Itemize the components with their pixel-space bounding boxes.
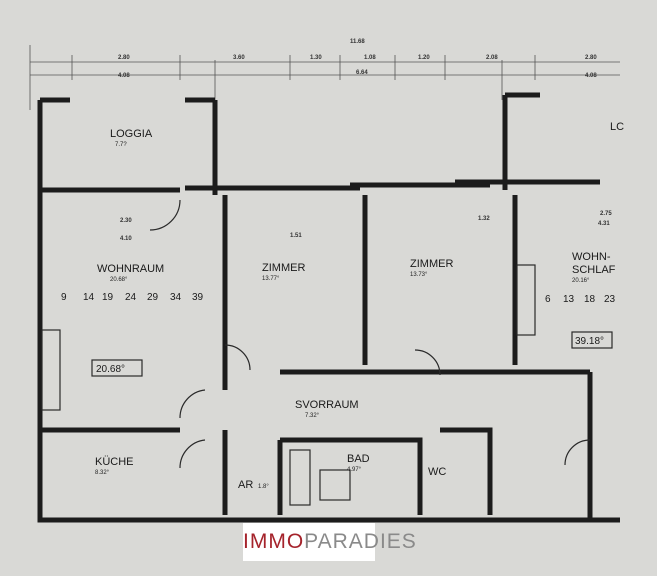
heater-number: 23 xyxy=(604,294,616,305)
room-area: 20.16° xyxy=(572,278,590,284)
dim-label: 1.32 xyxy=(478,216,490,222)
dim-label: 1.20 xyxy=(418,55,430,61)
door-arcs xyxy=(149,199,591,506)
room-wohn-schlaf: WOHN- xyxy=(572,251,611,263)
dim-label: 1.30 xyxy=(310,55,322,61)
heater-number: 6 xyxy=(545,294,551,305)
dim-label: 2.80 xyxy=(585,55,597,61)
heater-number: 9 xyxy=(61,292,67,303)
heater-number: 24 xyxy=(125,292,137,303)
room-area: 13.73° xyxy=(410,272,428,278)
heater-number: 29 xyxy=(147,292,159,303)
room-loggia-right: LC xyxy=(610,121,624,133)
dim-label: 4.08 xyxy=(585,73,597,79)
heater-number: 19 xyxy=(102,292,114,303)
room-area: 7.7? xyxy=(115,142,127,148)
dim-label: 4.08 xyxy=(118,73,130,79)
heater-number: 18 xyxy=(584,294,596,305)
dim-label: 1.08 xyxy=(364,55,376,61)
dim-label: 1.51 xyxy=(290,233,302,239)
room-zimmer-2: ZIMMER xyxy=(410,258,453,270)
heater-number: 14 xyxy=(83,292,95,303)
dim-total: 11.68 xyxy=(350,39,365,45)
dim-label: 3.60 xyxy=(233,55,245,61)
heater-numbers-right: 6 13 18 23 xyxy=(545,294,616,305)
room-bad: BAD xyxy=(347,453,370,465)
heater-numbers-left: 9 14 19 24 29 34 39 xyxy=(61,292,204,303)
radiator xyxy=(41,329,61,411)
dim-label: 2.80 xyxy=(118,55,130,61)
dim-label: 4.10 xyxy=(120,236,132,242)
dim-label: 2.08 xyxy=(486,55,498,61)
room-loggia: LOGGIA xyxy=(110,128,153,140)
value-box-left-text: 20.68° xyxy=(96,364,125,375)
room-wc: WC xyxy=(428,466,446,478)
room-area: 1.8° xyxy=(258,484,269,490)
room-name-line2: SCHLAF xyxy=(572,264,616,276)
room-ar: AR xyxy=(238,479,253,491)
dim-label: 4.31 xyxy=(598,221,610,227)
room-area: 4.97° xyxy=(347,467,362,473)
room-area: 13.77° xyxy=(262,276,280,282)
room-area: 8.32° xyxy=(95,470,110,476)
dim-label: 2.75 xyxy=(600,211,612,217)
value-box-right xyxy=(571,331,613,349)
radiator xyxy=(516,264,536,336)
room-area: 20.68° xyxy=(110,277,128,283)
room-area: 7.32° xyxy=(305,413,320,419)
logo-part1: IMMO xyxy=(243,530,305,553)
dimension-lines xyxy=(29,45,620,110)
room-kueche: KÜCHE xyxy=(95,456,134,468)
logo-part2: PARADIES xyxy=(304,530,417,553)
dim-label: 2.30 xyxy=(120,218,132,224)
dim-label: 6.64 xyxy=(356,70,368,76)
room-zimmer-1: ZIMMER xyxy=(262,262,305,274)
heater-number: 39 xyxy=(192,292,204,303)
room-wohnraum: WOHNRAUM xyxy=(97,263,164,275)
value-box-right-text: 39.18° xyxy=(575,336,604,347)
walls xyxy=(37,92,620,523)
heater-number: 13 xyxy=(563,294,575,305)
room-vorraum: SVORRAUM xyxy=(295,399,359,411)
heater-number: 34 xyxy=(170,292,182,303)
value-box-left xyxy=(91,359,143,377)
